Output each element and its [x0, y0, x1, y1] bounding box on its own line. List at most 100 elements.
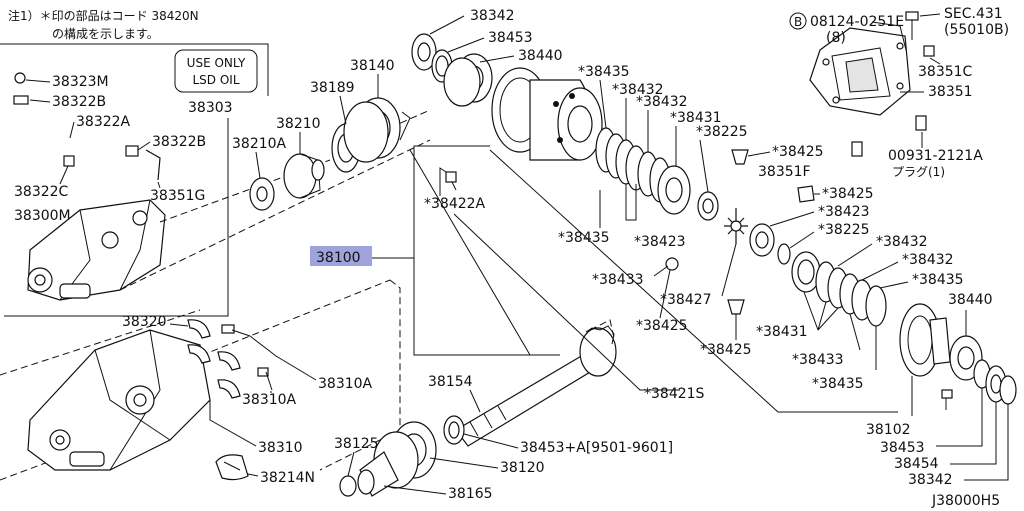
label-38154[interactable]: 38154 — [428, 374, 473, 390]
part-plug[interactable] — [915, 115, 927, 131]
label-38322b[interactable]: 38322B — [52, 94, 106, 110]
label-38431[interactable]: *38431 — [670, 110, 722, 126]
label-38189[interactable]: 38189 — [310, 80, 355, 96]
part-38351c[interactable] — [905, 11, 935, 57]
part-38210[interactable] — [283, 153, 325, 199]
part-38320[interactable] — [187, 319, 211, 339]
label-38440[interactable]: 38440 — [518, 48, 563, 64]
part-38102-right[interactable] — [899, 303, 951, 377]
part-38432-right-stack[interactable] — [815, 261, 887, 327]
part-38165[interactable] — [357, 451, 399, 497]
part-38322c[interactable] — [63, 155, 75, 167]
label-38323m[interactable]: 38323M — [52, 74, 109, 90]
label-38351g[interactable]: 38351G — [150, 188, 205, 204]
part-38453a[interactable] — [443, 415, 465, 445]
part-38210a[interactable] — [249, 177, 275, 211]
lsd-oil-line-1: USE ONLY — [187, 56, 246, 70]
part-38425-bottom[interactable] — [727, 299, 745, 315]
label-38453[interactable]: 38453 — [488, 30, 533, 46]
part-38435-stack[interactable] — [595, 127, 691, 215]
label-38431-r[interactable]: *38431 — [756, 324, 808, 340]
part-38425-mid[interactable] — [665, 257, 679, 271]
label-38322c[interactable]: 38322C — [14, 184, 69, 200]
label-38165[interactable]: 38165 — [448, 486, 493, 502]
label-38342-b[interactable]: 38342 — [908, 472, 953, 488]
label-38427[interactable]: *38427 — [660, 292, 712, 308]
label-38432-r2[interactable]: *38432 — [902, 252, 954, 268]
label-38454[interactable]: 38454 — [894, 456, 939, 472]
label-38322b-2[interactable]: 38322B — [152, 134, 206, 150]
label-38440-r[interactable]: 38440 — [948, 292, 993, 308]
part-38423-right[interactable] — [749, 223, 775, 257]
label-38351c[interactable]: 38351C — [918, 64, 973, 80]
label-38435-r2[interactable]: *38435 — [812, 376, 864, 392]
part-diff-case[interactable] — [529, 79, 603, 161]
label-38432-a[interactable]: *38432 — [612, 82, 664, 98]
part-38427[interactable] — [724, 208, 748, 244]
label-38425-m[interactable]: *38425 — [636, 318, 688, 334]
bolt-ref-code[interactable]: 08124-0251E — [810, 14, 904, 30]
label-38342[interactable]: 38342 — [470, 8, 515, 24]
label-38425-b[interactable]: *38425 — [822, 186, 874, 202]
sec-ref-line-1[interactable]: SEC.431 — [944, 6, 1003, 22]
part-38351[interactable] — [809, 27, 911, 116]
part-38342-right[interactable] — [999, 375, 1017, 405]
part-38342[interactable] — [411, 33, 437, 71]
label-38422a[interactable]: *38422A — [424, 196, 486, 212]
part-38322b-2[interactable] — [125, 145, 139, 157]
part-38300m[interactable] — [27, 199, 166, 301]
label-38433-r[interactable]: *38433 — [792, 352, 844, 368]
part-38421s-bolt[interactable] — [941, 389, 953, 410]
label-38435-r[interactable]: *38435 — [912, 272, 964, 288]
part-38323m[interactable] — [14, 72, 26, 84]
label-38322a[interactable]: 38322A — [76, 114, 131, 130]
label-38310[interactable]: 38310 — [258, 440, 303, 456]
part-38310a-bolt[interactable] — [221, 324, 251, 337]
part-38351g[interactable] — [145, 149, 161, 181]
part-38125[interactable] — [339, 475, 357, 497]
label-38300m[interactable]: 38300M — [14, 208, 71, 224]
label-38100[interactable]: 38100 — [316, 250, 361, 266]
part-38310[interactable] — [27, 329, 211, 471]
label-38423-r[interactable]: *38423 — [818, 204, 870, 220]
label-38214n[interactable]: 38214N — [260, 470, 315, 486]
label-38435-m[interactable]: *38435 — [558, 230, 610, 246]
label-38351[interactable]: 38351 — [928, 84, 973, 100]
part-38214n[interactable] — [215, 454, 249, 481]
part-38431[interactable] — [697, 191, 719, 221]
plug-code[interactable]: 00931-2121A — [888, 148, 983, 164]
label-38425-m2[interactable]: *38425 — [700, 342, 752, 358]
label-38210[interactable]: 38210 — [276, 116, 321, 132]
label-38435[interactable]: *38435 — [578, 64, 630, 80]
label-38432-r1[interactable]: *38432 — [876, 234, 928, 250]
label-38225[interactable]: *38225 — [696, 124, 748, 140]
label-38453-b[interactable]: 38453 — [880, 440, 925, 456]
part-38351f[interactable] — [851, 141, 863, 157]
part-38425-right[interactable] — [797, 185, 815, 203]
label-38225-r[interactable]: *38225 — [818, 222, 870, 238]
label-38102[interactable]: 38102 — [866, 422, 911, 438]
label-38432-b[interactable]: *38432 — [636, 94, 688, 110]
part-38154[interactable] — [455, 325, 617, 447]
label-38421s[interactable]: *38421S — [644, 386, 705, 402]
label-38120[interactable]: 38120 — [500, 460, 545, 476]
part-38225-right[interactable] — [777, 243, 791, 265]
label-38310a[interactable]: 38310A — [318, 376, 373, 392]
label-38320[interactable]: 38320 — [122, 314, 167, 330]
part-38425-top[interactable] — [731, 149, 749, 165]
label-38303[interactable]: 38303 — [188, 100, 233, 116]
label-38453a[interactable]: 38453+A[9501-9601] — [520, 440, 673, 456]
label-38423-m[interactable]: *38423 — [634, 234, 686, 250]
part-38322b[interactable] — [13, 95, 29, 105]
label-38310a-2[interactable]: 38310A — [242, 392, 297, 408]
part-38140[interactable] — [343, 97, 401, 163]
part-38422a[interactable] — [445, 171, 457, 191]
label-38125[interactable]: 38125 — [334, 436, 379, 452]
label-38433-m[interactable]: *38433 — [592, 272, 644, 288]
label-38351f[interactable]: 38351F — [758, 164, 811, 180]
part-38440[interactable] — [443, 53, 493, 107]
leader-38303 — [4, 118, 229, 317]
label-38425-a[interactable]: *38425 — [772, 144, 824, 160]
label-38140[interactable]: 38140 — [350, 58, 395, 74]
label-38210a[interactable]: 38210A — [232, 136, 287, 152]
